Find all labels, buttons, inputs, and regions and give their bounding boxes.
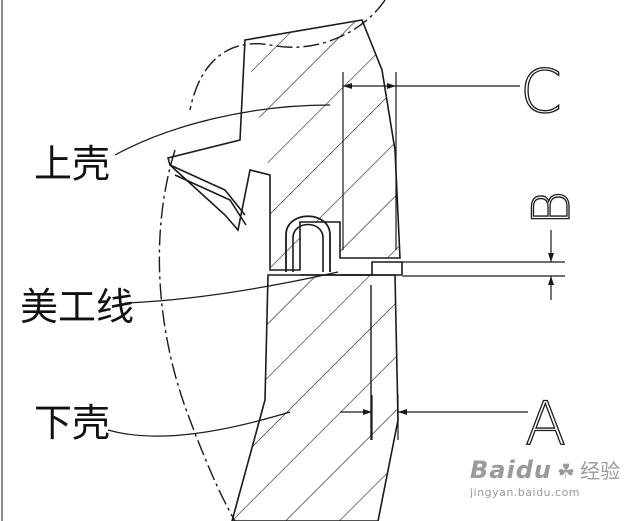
- label-upper-shell: 上壳: [34, 142, 111, 186]
- dimension-letter-a: A: [525, 389, 566, 459]
- dimension-c: [342, 72, 520, 250]
- watermark: Baidu ☘ 经验 jingyan.baidu.com: [470, 455, 620, 499]
- label-lower-shell: 下壳: [34, 401, 111, 445]
- upper-shell: [167, 19, 401, 272]
- watermark-url: jingyan.baidu.com: [470, 486, 581, 499]
- dimension-letter-b: B: [522, 191, 582, 225]
- watermark-brand-cn: 经验: [580, 459, 621, 483]
- label-trim-line: 美工线: [20, 285, 135, 329]
- leader-upper-shell: [114, 104, 331, 156]
- watermark-brand: Baidu: [470, 456, 552, 484]
- dimension-a: [340, 395, 528, 440]
- dimension-b: [402, 230, 565, 300]
- trim-line-step: [300, 261, 403, 276]
- leader-lower-shell: [107, 411, 291, 437]
- construction-arc-left: [158, 149, 236, 521]
- paw-icon: ☘: [557, 459, 576, 483]
- dimension-letter-c: C: [520, 57, 562, 127]
- leader-trim-line: [124, 271, 339, 304]
- lower-shell: [231, 274, 399, 521]
